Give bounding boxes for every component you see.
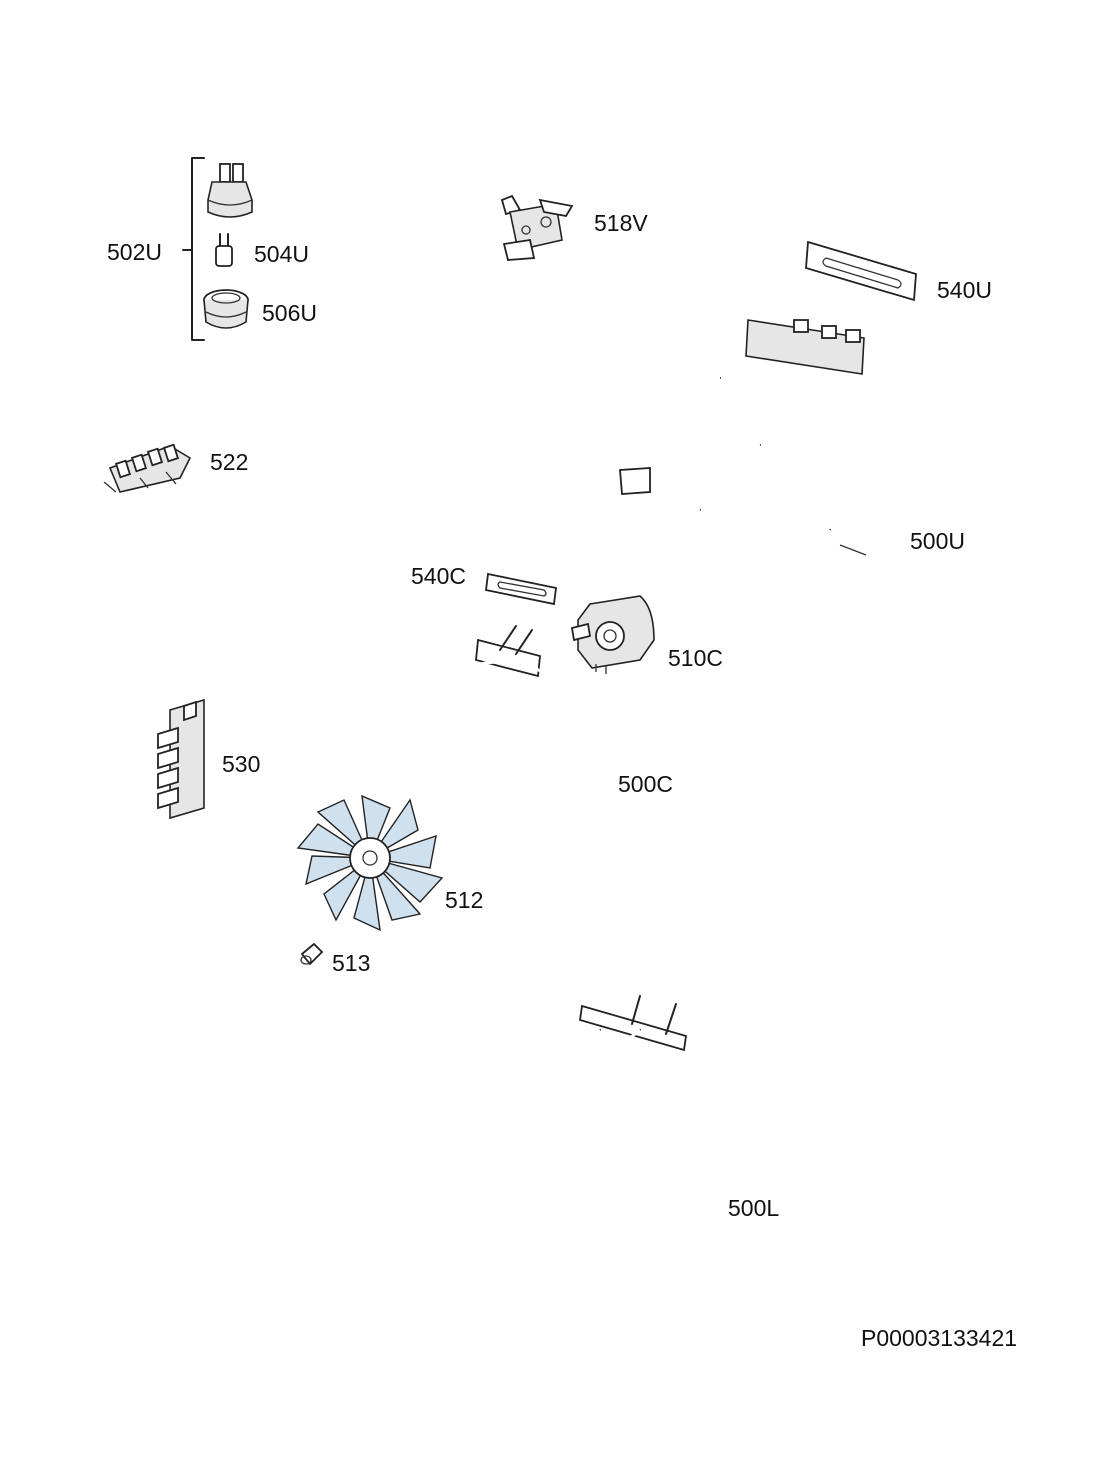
bracket-502U [182,157,205,341]
label-540U: 540U [937,277,992,303]
lamp-holder-502U [207,163,253,218]
thermostat-518V [500,194,574,261]
label-502U: 502U [107,239,162,265]
label-540C: 540C [411,563,466,589]
nut-513 [300,942,324,966]
fan-motor-510C [570,595,655,674]
label-513: 513 [332,950,371,976]
label-518V: 518V [594,210,648,236]
label-530: 530 [222,751,261,777]
label-506U: 506U [262,300,317,326]
label-500C: 500C [618,771,673,797]
label-504U: 504U [254,241,309,267]
label-500U: 500U [910,528,965,554]
bulb-504U [215,233,233,267]
gasket-540U [805,240,917,302]
drawing-code: P00003133421 [861,1325,1018,1351]
top-heating-element-500U [399,319,945,593]
circular-element-500C [406,625,594,840]
label-500L: 500L [728,1195,780,1221]
lamp-glass-506U [203,289,249,329]
fan-blade-512 [296,794,444,932]
terminal-block-522 [103,443,192,493]
label-510C: 510C [668,645,723,671]
label-512: 512 [445,887,484,913]
terminal-strip-530 [157,698,205,820]
label-522: 522 [210,449,249,475]
bottom-heating-element-500L [244,995,720,1272]
gasket-540C [485,572,557,606]
